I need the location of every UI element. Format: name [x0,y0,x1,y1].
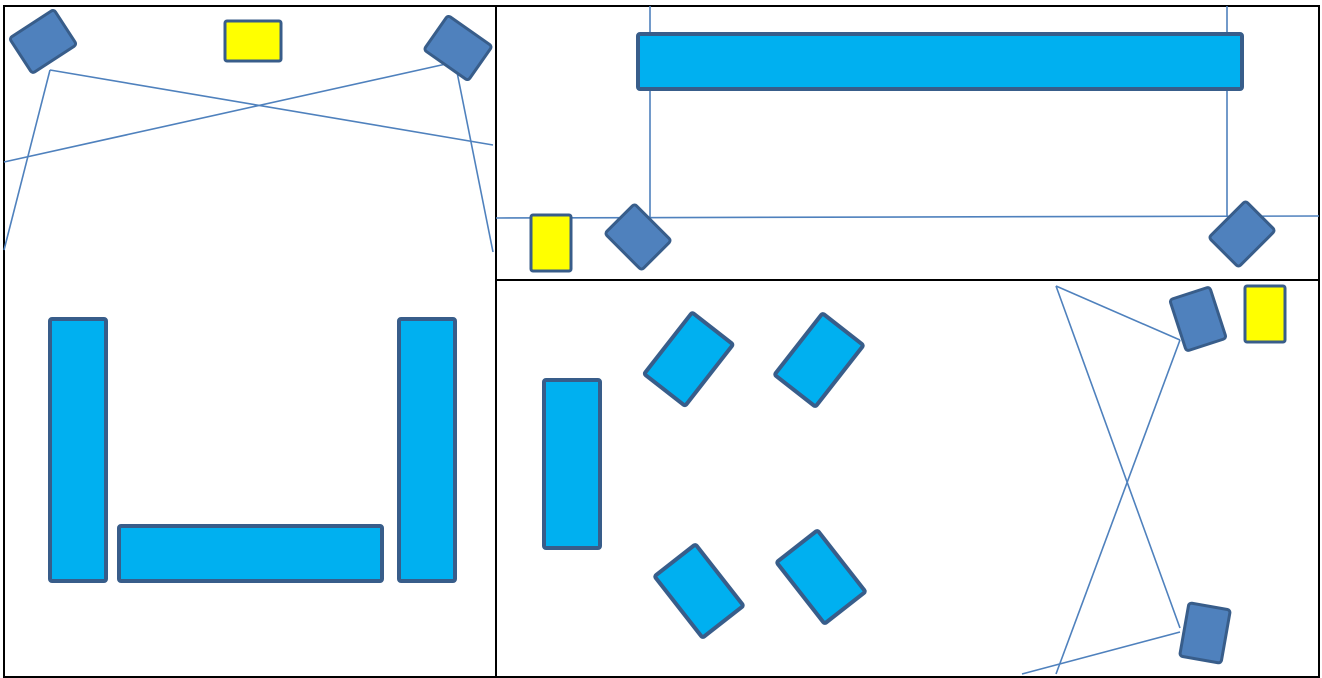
sightline [3,69,51,251]
panel-bottom-right [542,284,1287,675]
sightline [3,61,456,163]
desk-angled [642,311,735,408]
sightline [1055,285,1181,341]
desk-bottom [117,524,384,583]
desk-vertical [542,378,602,550]
sightline [1055,339,1181,675]
marker-yellow [529,213,573,273]
sightline [454,61,494,253]
camera-icon [1168,286,1228,352]
camera-icon [9,9,78,74]
panel-top-left [3,9,494,583]
desk-angled [653,543,745,639]
sightlines-top-left [3,61,494,253]
sightline [1021,631,1181,675]
camera-icon [423,14,493,82]
camera-icon [1208,200,1276,268]
camera-icon [604,203,672,271]
panel-top-right [495,6,1320,273]
outer-border [3,5,1320,678]
desk-angled [773,312,865,408]
desk-right [397,317,457,583]
marker-yellow [1243,284,1287,344]
sightline [1055,285,1181,629]
desk-left [48,317,108,583]
desk-long [636,32,1244,91]
sightlines-bottom-right [1021,285,1181,675]
camera-icon [1178,601,1232,665]
panel-grid [3,5,1320,678]
marker-yellow [223,19,283,63]
sightline [49,69,494,146]
desk-angled [775,529,867,625]
